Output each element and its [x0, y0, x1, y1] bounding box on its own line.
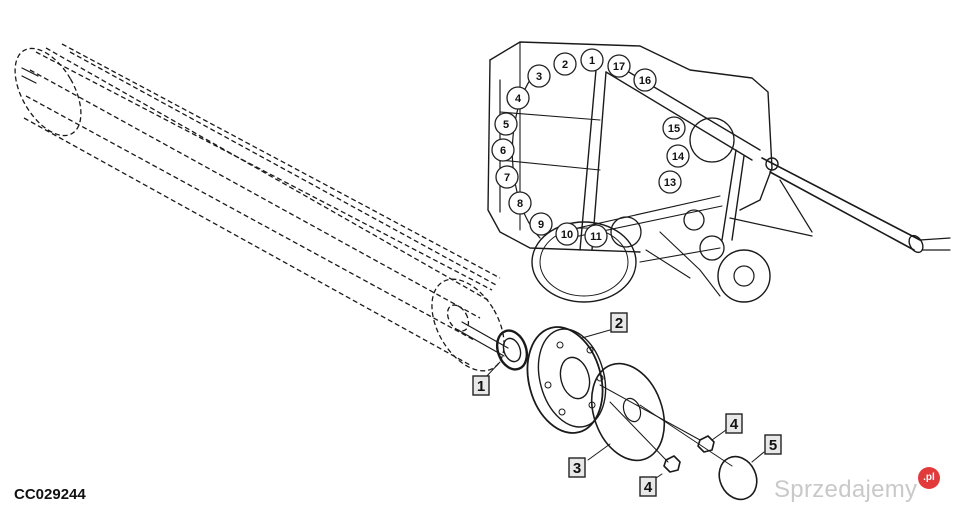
roller-14: 14 — [666, 144, 690, 168]
svg-text:11: 11 — [590, 231, 602, 243]
roller-8: 8 — [508, 191, 532, 215]
svg-text:9: 9 — [538, 219, 544, 231]
callout-4a: 4 — [725, 413, 743, 434]
roller-2: 2 — [553, 52, 577, 76]
callout-1: 1 — [472, 375, 490, 396]
roller-7: 7 — [495, 165, 519, 189]
svg-text:1: 1 — [477, 378, 485, 395]
svg-text:4: 4 — [644, 479, 653, 496]
svg-text:7: 7 — [504, 172, 510, 184]
svg-text:2: 2 — [562, 59, 568, 71]
callout-4b: 4 — [639, 476, 657, 497]
roller-11: 11 — [584, 224, 608, 248]
svg-text:3: 3 — [536, 71, 542, 83]
roller-17: 17 — [607, 54, 631, 78]
o-ring-part-5 — [718, 451, 765, 501]
roller-9: 9 — [529, 212, 553, 236]
svg-text:13: 13 — [664, 177, 676, 189]
callout-3: 3 — [568, 457, 586, 478]
roller-13: 13 — [658, 170, 682, 194]
watermark-text: Sprzedajemy — [774, 476, 918, 503]
svg-text:17: 17 — [613, 61, 625, 73]
roller-cylinder — [14, 43, 509, 372]
cover-plate-part-3 — [587, 362, 733, 467]
bolt-part-4a — [697, 429, 727, 453]
callout-2: 2 — [610, 312, 628, 333]
svg-text:6: 6 — [500, 145, 506, 157]
svg-text:14: 14 — [672, 151, 685, 163]
roller-number-set: 1 2 3 4 5 6 7 8 9 10 11 13 14 15 16 17 — [491, 48, 690, 248]
watermark-badge-icon: .pl — [918, 467, 940, 489]
svg-text:1: 1 — [589, 55, 595, 67]
callout-5: 5 — [764, 434, 782, 455]
svg-text:4: 4 — [730, 416, 739, 433]
svg-text:3: 3 — [573, 460, 581, 477]
roller-10: 10 — [555, 222, 579, 246]
svg-text:16: 16 — [639, 75, 651, 87]
svg-text:2: 2 — [615, 315, 623, 332]
bearing-part-1 — [484, 329, 529, 379]
svg-text:5: 5 — [503, 119, 509, 131]
svg-text:10: 10 — [561, 229, 573, 241]
roller-15: 15 — [662, 116, 686, 140]
roller-4: 4 — [506, 86, 530, 110]
flange-part-2 — [526, 326, 611, 434]
baler-machine — [487, 41, 951, 303]
roller-6: 6 — [491, 138, 515, 162]
roller-1: 1 — [580, 48, 604, 72]
svg-text:15: 15 — [668, 123, 680, 135]
roller-16: 16 — [633, 68, 657, 92]
drawing-code: CC029244 — [14, 486, 86, 503]
svg-text:4: 4 — [515, 93, 522, 105]
roller-5: 5 — [494, 112, 518, 136]
svg-text:5: 5 — [769, 437, 777, 454]
roller-3: 3 — [527, 64, 551, 88]
svg-text:8: 8 — [517, 198, 523, 210]
